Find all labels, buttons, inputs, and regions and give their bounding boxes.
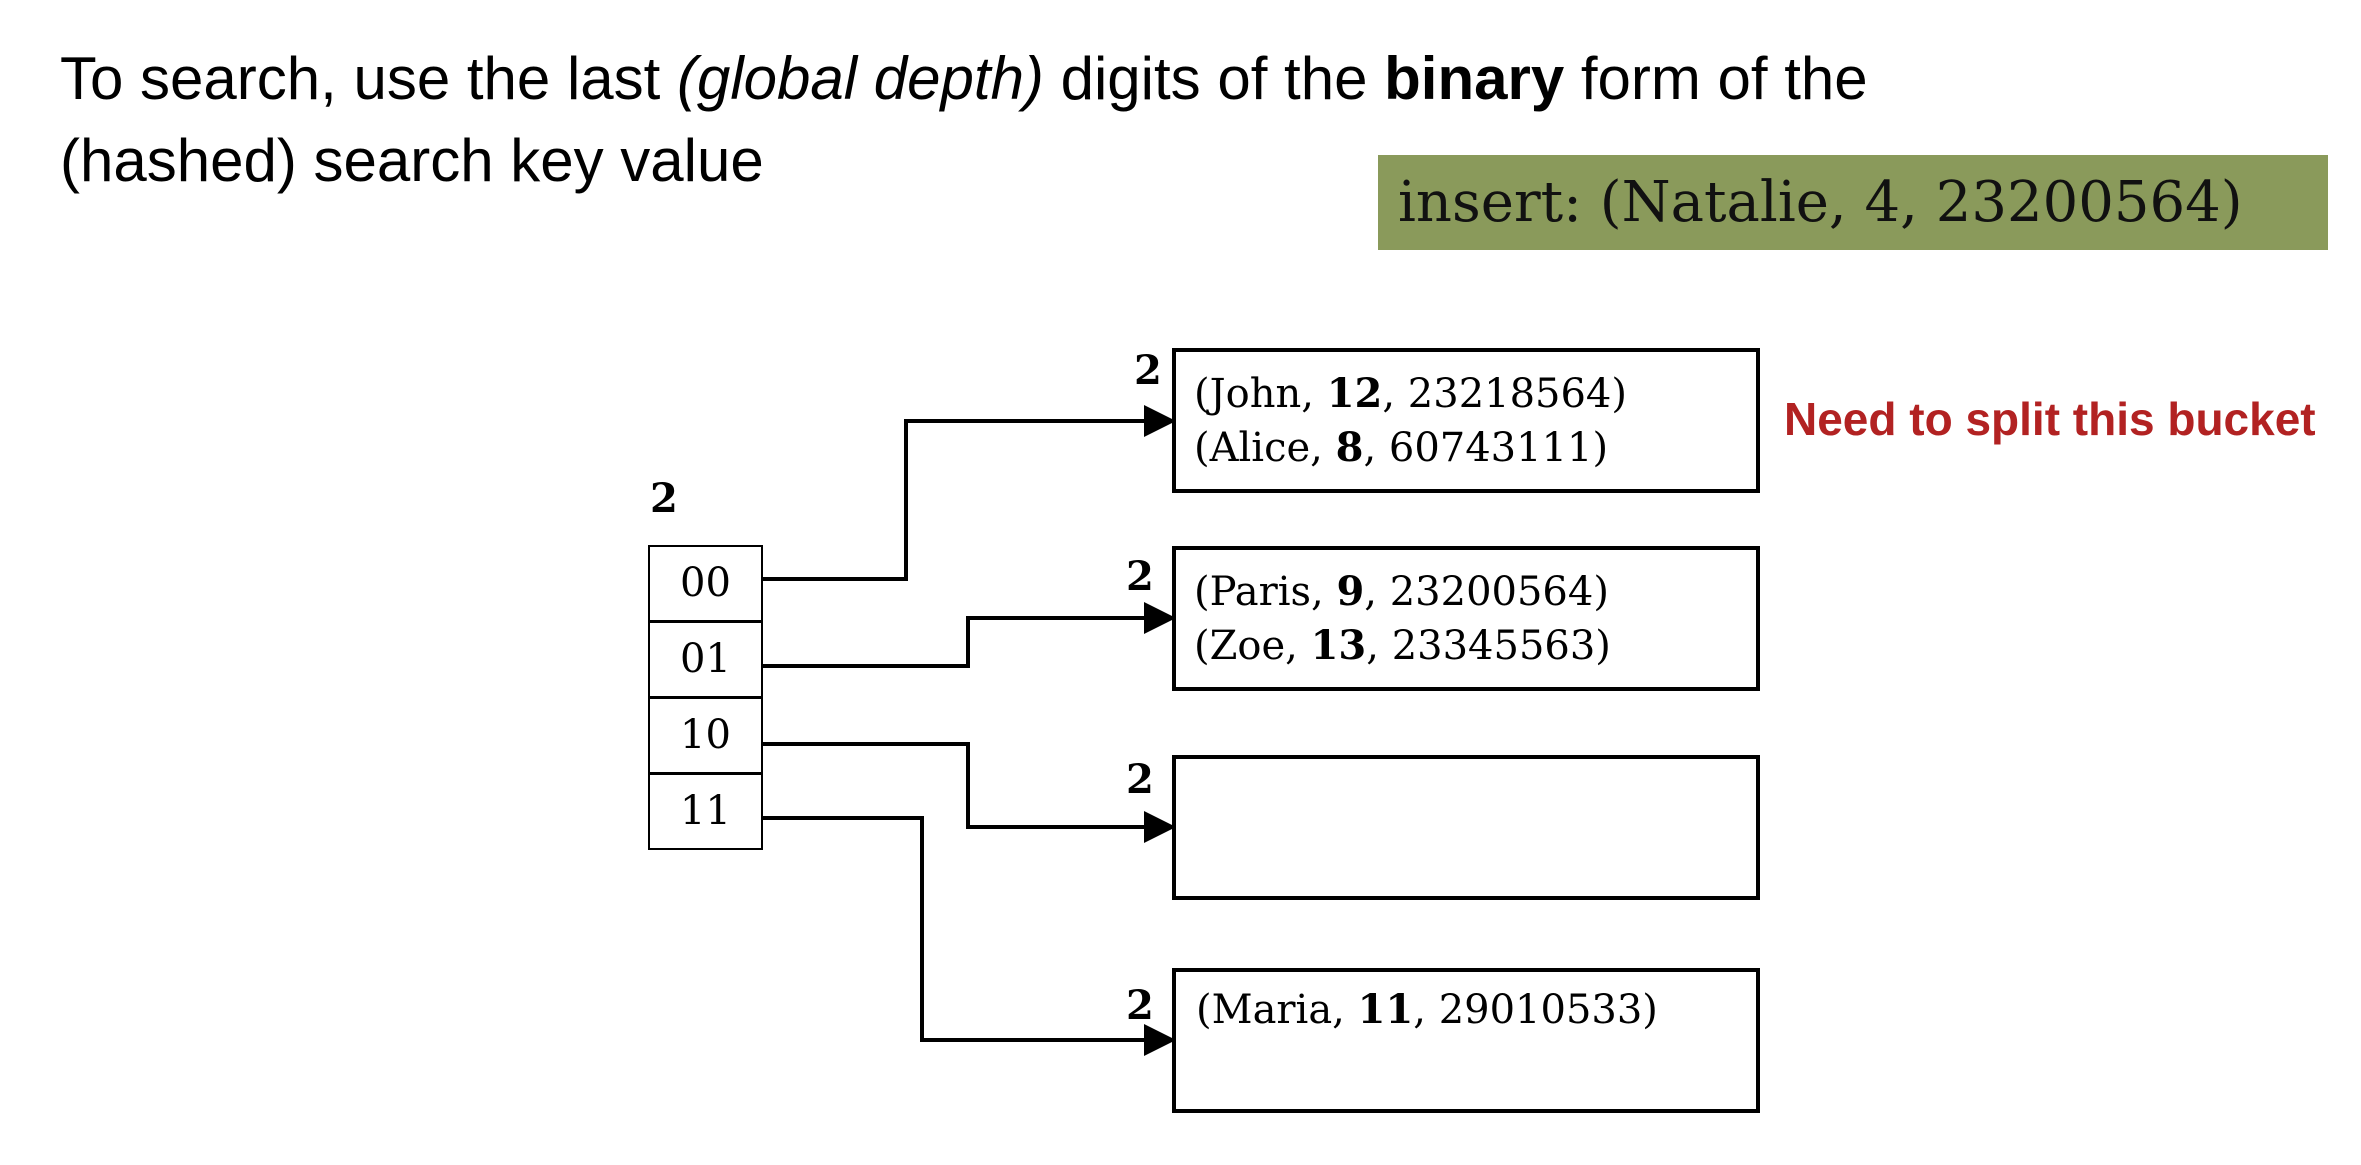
local-depth-bucket-1: 2	[1134, 347, 1162, 394]
record: (John, 12, 23218564)	[1194, 370, 1627, 417]
directory-entry-00: 00	[648, 545, 763, 622]
bucket-1: (John, 12, 23218564) (Alice, 8, 60743111…	[1172, 348, 1760, 493]
local-depth-bucket-2: 2	[1126, 553, 1154, 600]
bucket-4: (Maria, 11, 29010533)	[1172, 968, 1760, 1113]
record: (Maria, 11, 29010533)	[1196, 986, 1658, 1033]
title-text-1: To search, use the last	[60, 45, 677, 112]
title-text-2: digits of the	[1043, 45, 1385, 112]
insert-operation-box: insert: (Natalie, 4, 23200564)	[1378, 155, 2328, 250]
local-depth-bucket-3: 2	[1126, 756, 1154, 803]
slide-title: To search, use the last (global depth) d…	[60, 38, 2020, 202]
pointer-11	[763, 816, 1176, 1056]
split-bucket-note: Need to split this bucket	[1784, 393, 2316, 445]
global-depth: 2	[650, 475, 678, 522]
directory-entry-11: 11	[648, 773, 763, 850]
title-bold: binary	[1384, 45, 1565, 112]
bucket-3-empty	[1172, 755, 1760, 900]
directory-entry-10: 10	[648, 697, 763, 774]
title-line-2: (hashed) search key value	[60, 127, 764, 194]
pointer-10	[763, 742, 1176, 843]
directory-entry-01: 01	[648, 621, 763, 698]
record: (Zoe, 13, 23345563)	[1194, 622, 1611, 669]
pointer-01	[763, 602, 1176, 668]
title-text-3: form of the	[1564, 45, 1868, 112]
bucket-2: (Paris, 9, 23200564) (Zoe, 13, 23345563)	[1172, 546, 1760, 691]
title-italic: (global depth)	[677, 45, 1044, 112]
pointer-00	[763, 405, 1176, 581]
local-depth-bucket-4: 2	[1126, 982, 1154, 1029]
insert-operation-text: insert: (Natalie, 4, 23200564)	[1398, 170, 2243, 235]
record: (Alice, 8, 60743111)	[1194, 424, 1609, 471]
record: (Paris, 9, 23200564)	[1194, 568, 1609, 615]
